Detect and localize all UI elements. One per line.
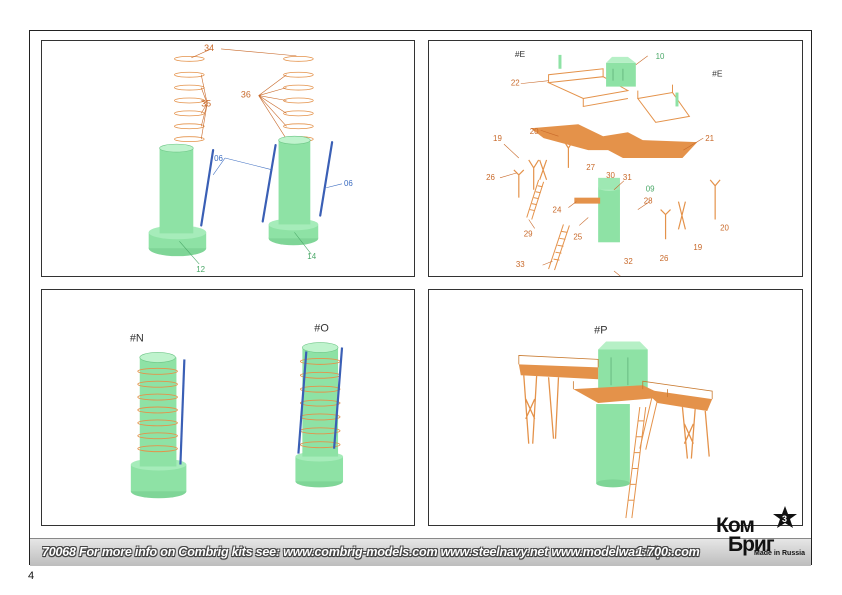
label-22: 22	[511, 79, 520, 88]
assembled-supports	[523, 375, 710, 459]
label-14: 14	[307, 252, 316, 261]
funnel-left	[148, 143, 207, 257]
label-06-right: 06	[344, 179, 353, 188]
footer-info-text: 70068 For more info on Combrig kits see:…	[42, 545, 700, 559]
label-E2: #E	[712, 69, 723, 79]
label-28: 28	[644, 197, 653, 206]
label-06-left: 06	[214, 154, 223, 163]
label-25: 25	[573, 232, 582, 241]
star-number: 3	[782, 514, 787, 524]
label-35: 35	[201, 98, 211, 108]
label-27: 27	[586, 163, 595, 172]
label-20-top: 20	[530, 127, 539, 136]
label-24: 24	[553, 206, 562, 215]
platform-exploded-drawing: #E #E 10 22 21 20 19 26 27 30 31 09 28 2…	[486, 49, 730, 276]
part-24	[574, 197, 601, 204]
label-26-left: 26	[486, 173, 495, 182]
label-10: 10	[656, 52, 665, 61]
label-19-left: 19	[493, 134, 502, 143]
logo-tagline: Made in Russia	[754, 550, 805, 557]
tower-09	[598, 177, 620, 243]
scale-label: 1:700	[636, 545, 668, 559]
rings-right	[283, 55, 314, 143]
funnel-O	[295, 342, 344, 488]
logo-line1: Ком	[716, 514, 755, 537]
footer-bar: 70068 For more info on Combrig kits see:…	[30, 538, 811, 566]
platform-21	[530, 124, 698, 159]
instruction-sheet: 34 35 36 06 06 12 14	[29, 30, 812, 566]
assembled-platform	[518, 355, 713, 411]
label-O: #O	[314, 323, 329, 335]
label-30: 30	[606, 171, 615, 180]
label-26-right: 26	[660, 254, 669, 263]
page-number: 4	[28, 570, 35, 582]
panel-platform-assembled: #P	[428, 289, 803, 526]
panel-funnels-assembled: #N #O	[41, 289, 415, 526]
rings-left	[174, 55, 205, 143]
label-09: 09	[646, 185, 655, 194]
label-33: 33	[516, 260, 525, 269]
label-12: 12	[196, 265, 205, 274]
label-20-right: 20	[720, 223, 729, 232]
label-P: #P	[594, 325, 607, 337]
label-E1: #E	[515, 49, 526, 59]
platform-assembled-drawing: #P	[518, 325, 713, 519]
label-36: 36	[241, 90, 251, 100]
funnels-assembled-drawing: #N #O	[130, 323, 344, 499]
funnel-N	[130, 352, 187, 499]
label-34: 34	[204, 43, 214, 53]
funnel-right	[268, 135, 319, 246]
railing-22	[546, 68, 691, 123]
logo-line2: Бриг	[728, 533, 775, 556]
label-19-right: 19	[693, 243, 702, 252]
label-N: #N	[130, 333, 144, 345]
ladder-29	[526, 179, 545, 220]
funnel-exploded-drawing: 34 35 36 06 06 12 14	[148, 43, 353, 274]
label-32: 32	[624, 257, 633, 266]
star-icon: 3	[773, 506, 797, 528]
panel-funnel-exploded: 34 35 36 06 06 12 14	[41, 40, 415, 277]
panel-platform-exploded: #E #E 10 22 21 20 19 26 27 30 31 09 28 2…	[428, 40, 803, 277]
ladder-rods	[200, 141, 334, 227]
assembled-tower	[596, 341, 648, 488]
ladder-33	[548, 224, 570, 271]
supports	[513, 139, 721, 240]
kombrig-logo: Ком Бриг 3 Made in Russia	[716, 506, 808, 563]
label-29: 29	[524, 229, 533, 238]
label-21: 21	[705, 134, 714, 143]
deckhouse-10	[606, 56, 636, 87]
label-31: 31	[623, 173, 632, 182]
assembled-ladders	[625, 393, 660, 519]
